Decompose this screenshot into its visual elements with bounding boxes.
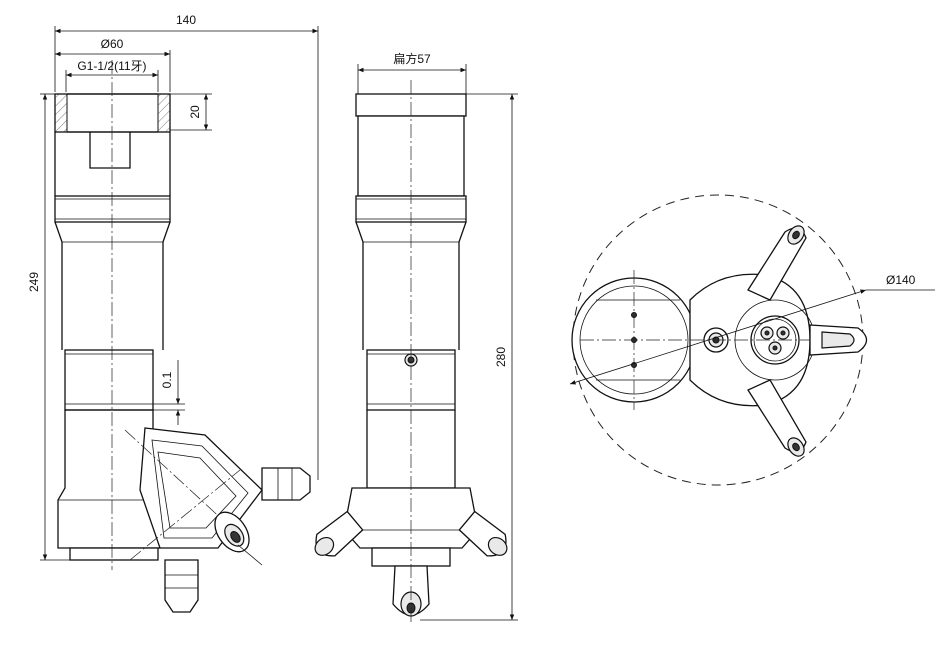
- top-arm-right: [809, 324, 868, 356]
- dim-text-20: 20: [188, 105, 202, 119]
- dimension-across-flats: 扁方57: [357, 51, 467, 94]
- dim-text-140: 140: [176, 13, 196, 27]
- top-view: Ø140: [569, 194, 935, 486]
- dim-text-diameter-60: Ø60: [101, 37, 124, 51]
- dim-text-diameter-140: Ø140: [886, 273, 916, 287]
- side-view: 扁方57 280: [314, 51, 518, 625]
- top-arm-lower: [747, 379, 807, 457]
- dimension-overall-width: 140: [54, 13, 319, 480]
- dimension-overall-height-front: 249: [27, 93, 70, 561]
- dim-text-0-1: 0.1: [160, 371, 174, 388]
- side-body: [314, 80, 508, 625]
- top-arm-upper: [747, 225, 807, 301]
- dimension-overall-height-side: 280: [420, 93, 518, 621]
- dimension-thread-depth: 20: [170, 93, 212, 131]
- dim-text-across-flats: 扁方57: [393, 51, 431, 66]
- dimension-body-diameter: Ø60: [55, 37, 171, 92]
- dimension-gap: 0.1: [152, 360, 185, 425]
- front-view: 140 Ø60 G1-1/2(11牙) 20 249: [27, 13, 319, 613]
- front-body: [54, 60, 171, 570]
- dim-text-280: 280: [494, 347, 508, 367]
- dim-text-249: 249: [27, 272, 41, 292]
- dimension-sweep-diameter: Ø140: [569, 273, 935, 385]
- front-nozzle-hub: [124, 427, 311, 613]
